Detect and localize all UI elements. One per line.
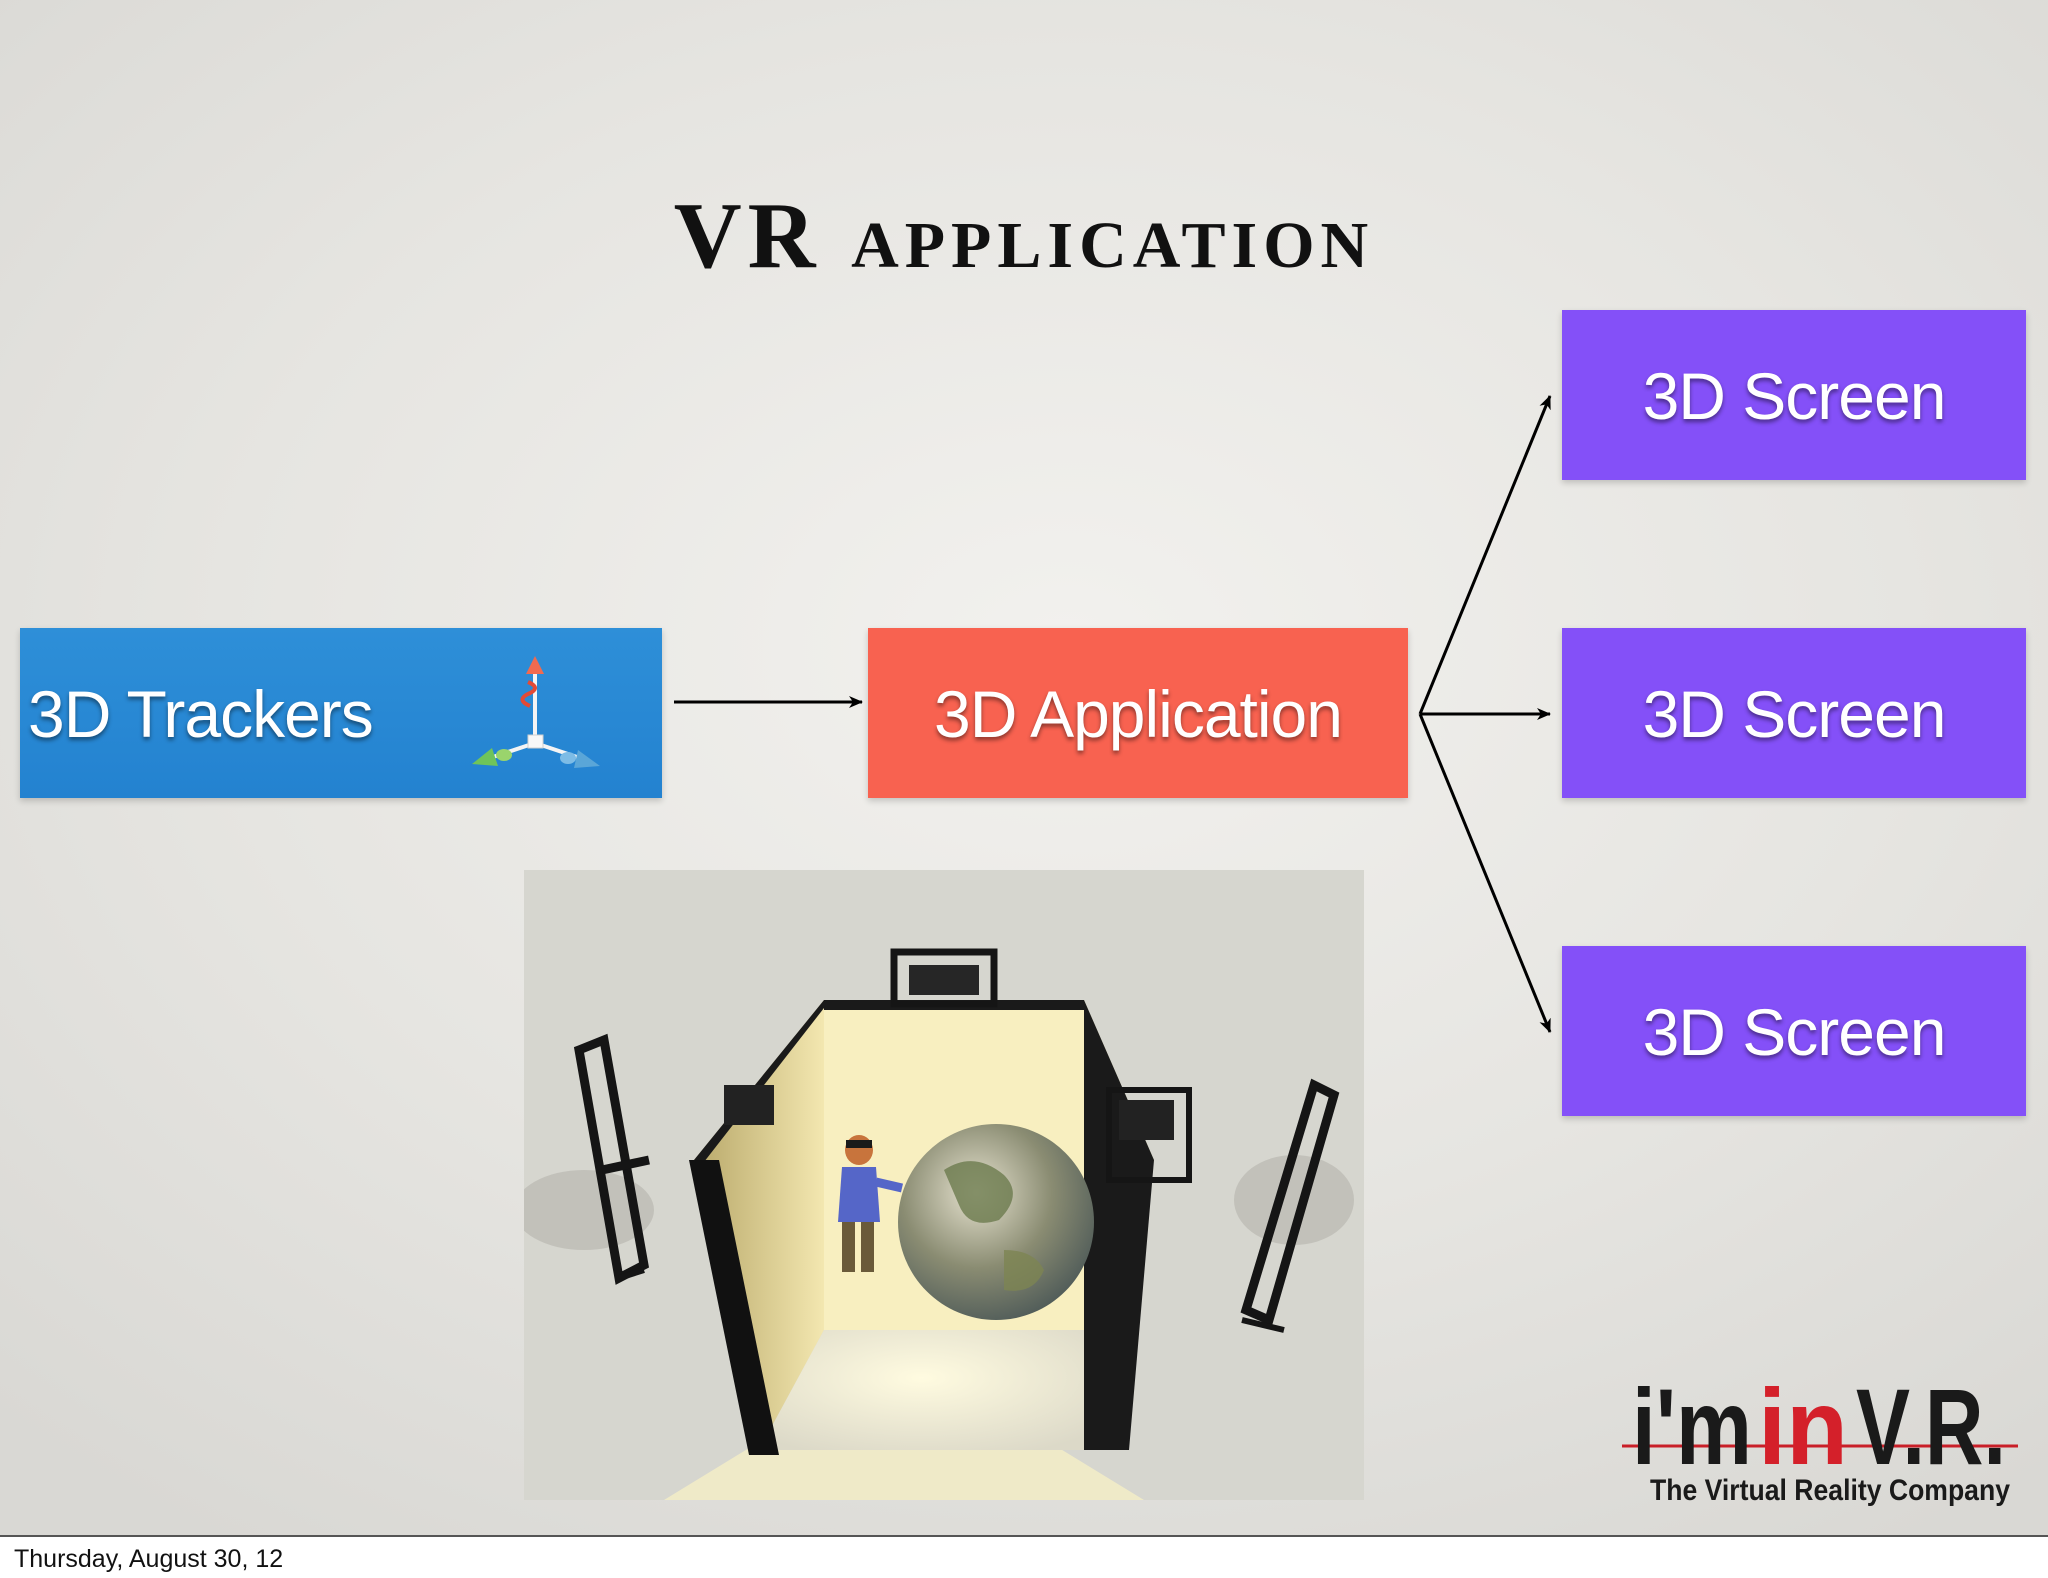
screen-label-2: 3D Screen: [1642, 677, 1947, 751]
footer-date: Thursday, August 30, 12: [14, 1545, 284, 1573]
svg-text:i'm: i'm: [1632, 1368, 1752, 1487]
application-label: 3D Application: [934, 677, 1343, 751]
screen-label-3: 3D Screen: [1642, 995, 1947, 1069]
trackers-box: 3D Trackers: [20, 628, 662, 798]
screen-box-3: 3D Screen: [1562, 946, 2026, 1116]
cave-illustration: [524, 870, 1364, 1500]
application-box: 3D Application: [868, 628, 1408, 798]
footer: Thursday, August 30, 12: [0, 1535, 2048, 1578]
slide: VR application 3D Trackers 3D Applicatio…: [0, 0, 2048, 1535]
axis-gizmo-icon: [472, 656, 600, 768]
flow-arrows: [674, 395, 1552, 1033]
slide-title: VR application: [673, 184, 1375, 288]
screen-box-1: 3D Screen: [1562, 310, 2026, 480]
arrow-app-to-screen-3: [1418, 713, 1552, 1033]
svg-text:V.R.: V.R.: [1856, 1368, 2006, 1487]
arrow-app-to-screen-1: [1418, 395, 1552, 715]
company-logo: i'm in V.R. The Virtual Reality Company: [1622, 1368, 2018, 1507]
screen-label-1: 3D Screen: [1642, 359, 1947, 433]
trackers-label: 3D Trackers: [28, 677, 374, 751]
svg-text:The Virtual Reality Company: The Virtual Reality Company: [1650, 1474, 2010, 1507]
screen-box-2: 3D Screen: [1562, 628, 2026, 798]
svg-text:in: in: [1758, 1368, 1848, 1487]
